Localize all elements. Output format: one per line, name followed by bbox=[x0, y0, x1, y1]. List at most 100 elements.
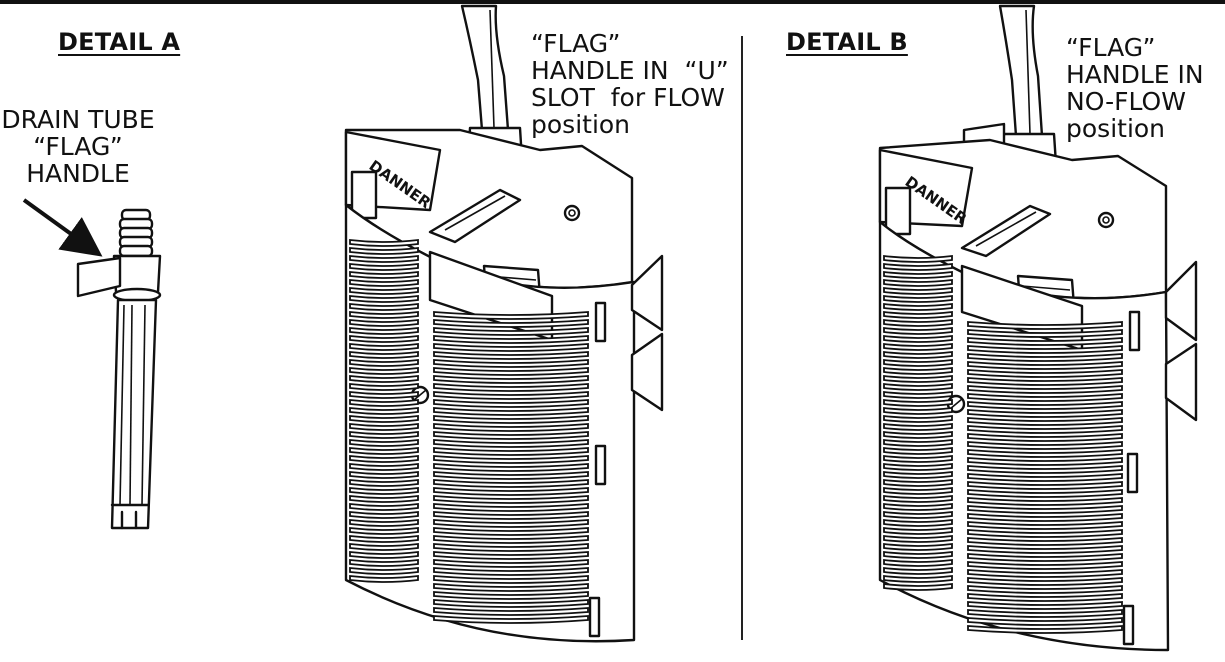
filter-slat bbox=[967, 521, 1123, 530]
filter-slat bbox=[349, 446, 419, 455]
filter-slat bbox=[349, 406, 419, 415]
filter-slat bbox=[433, 423, 589, 432]
filter-slat bbox=[967, 393, 1123, 402]
filter-slat bbox=[883, 414, 953, 423]
filter-slat bbox=[349, 486, 419, 495]
filter-slat bbox=[433, 495, 589, 504]
filter-slat bbox=[433, 311, 589, 320]
filter-slat bbox=[433, 375, 589, 384]
filter-slat bbox=[883, 310, 953, 319]
filter-slat bbox=[349, 518, 419, 527]
filter-slat bbox=[883, 262, 953, 271]
filter-slat bbox=[883, 486, 953, 495]
filter-slat bbox=[349, 510, 419, 519]
filter-slat bbox=[967, 481, 1123, 490]
filter-slat bbox=[433, 591, 589, 600]
flow-position-label: “FLAG” HANDLE IN “U” SLOT for FLOW posit… bbox=[531, 29, 729, 139]
filter-slat bbox=[349, 454, 419, 463]
filter-slat bbox=[349, 462, 419, 471]
filter-slat bbox=[433, 479, 589, 488]
filter-slat bbox=[883, 334, 953, 343]
filter-slat bbox=[883, 326, 953, 335]
filter-slat bbox=[433, 471, 589, 480]
filter-slat bbox=[967, 377, 1123, 386]
filter-slat bbox=[349, 390, 419, 399]
filter-slat bbox=[967, 489, 1123, 498]
filter-slat bbox=[433, 487, 589, 496]
filter-slat bbox=[433, 319, 589, 328]
filter-slat bbox=[883, 542, 953, 551]
filter-slat bbox=[349, 502, 419, 511]
filter-slat bbox=[967, 577, 1123, 586]
filter-slat bbox=[433, 599, 589, 608]
filter-slat bbox=[883, 534, 953, 543]
filter-slat bbox=[349, 246, 419, 255]
filter-slat bbox=[883, 502, 953, 511]
filter-slat bbox=[967, 441, 1123, 450]
filter-slat bbox=[433, 503, 589, 512]
detail-a-title: DETAIL A bbox=[58, 28, 181, 56]
filter-slat bbox=[883, 270, 953, 279]
filter-slat bbox=[433, 463, 589, 472]
filter-slat bbox=[967, 625, 1123, 634]
filter-slat bbox=[349, 302, 419, 311]
filter-slat bbox=[883, 526, 953, 535]
filter-slat bbox=[883, 422, 953, 431]
filter-slat bbox=[883, 382, 953, 391]
filter-slat bbox=[967, 457, 1123, 466]
filter-slat bbox=[433, 543, 589, 552]
filter-slat bbox=[967, 545, 1123, 554]
filter-slat bbox=[883, 470, 953, 479]
filter-slat bbox=[349, 262, 419, 271]
filter-slat bbox=[883, 558, 953, 567]
filter-slat bbox=[883, 366, 953, 375]
filter-slat bbox=[349, 422, 419, 431]
filter-slat bbox=[883, 318, 953, 327]
filter-slat bbox=[433, 551, 589, 560]
filter-slat bbox=[967, 425, 1123, 434]
filter-slat bbox=[349, 542, 419, 551]
filter-slat bbox=[883, 342, 953, 351]
filter-slat bbox=[967, 601, 1123, 610]
filter-slat bbox=[433, 511, 589, 520]
filter-slat bbox=[883, 254, 953, 263]
filter-slat bbox=[967, 505, 1123, 514]
filter-slat bbox=[967, 401, 1123, 410]
filter-unit-flow: DANNER bbox=[344, 4, 664, 643]
filter-slat bbox=[349, 350, 419, 359]
filter-slat bbox=[967, 417, 1123, 426]
filter-slat bbox=[967, 345, 1123, 354]
filter-slat bbox=[349, 558, 419, 567]
filter-slat bbox=[349, 494, 419, 503]
filter-slat bbox=[883, 278, 953, 287]
filter-slat bbox=[433, 615, 589, 624]
filter-slat bbox=[883, 398, 953, 407]
filter-slat bbox=[349, 414, 419, 423]
filter-slat bbox=[883, 518, 953, 527]
filter-slat bbox=[967, 433, 1123, 442]
filter-slat bbox=[433, 527, 589, 536]
filter-slat bbox=[883, 494, 953, 503]
filter-slat bbox=[349, 478, 419, 487]
filter-slat bbox=[433, 383, 589, 392]
filter-slat bbox=[967, 513, 1123, 522]
filter-slat bbox=[967, 561, 1123, 570]
filter-slat bbox=[349, 238, 419, 247]
filter-slat bbox=[967, 585, 1123, 594]
filter-slat bbox=[349, 438, 419, 447]
filter-slat bbox=[349, 374, 419, 383]
filter-slat bbox=[349, 278, 419, 287]
filter-slat bbox=[883, 358, 953, 367]
filter-slat bbox=[967, 569, 1123, 578]
filter-slat bbox=[883, 478, 953, 487]
drain-tube-illustration bbox=[76, 208, 162, 530]
filter-slat bbox=[433, 367, 589, 376]
filter-slat bbox=[883, 582, 953, 591]
filter-slat bbox=[349, 254, 419, 263]
filter-slat bbox=[349, 270, 419, 279]
filter-slat bbox=[349, 534, 419, 543]
filter-slats-left bbox=[349, 238, 419, 583]
filter-slat bbox=[349, 310, 419, 319]
filter-slat bbox=[349, 318, 419, 327]
drain-tube-label: DRAIN TUBE “FLAG” HANDLE bbox=[1, 105, 155, 188]
